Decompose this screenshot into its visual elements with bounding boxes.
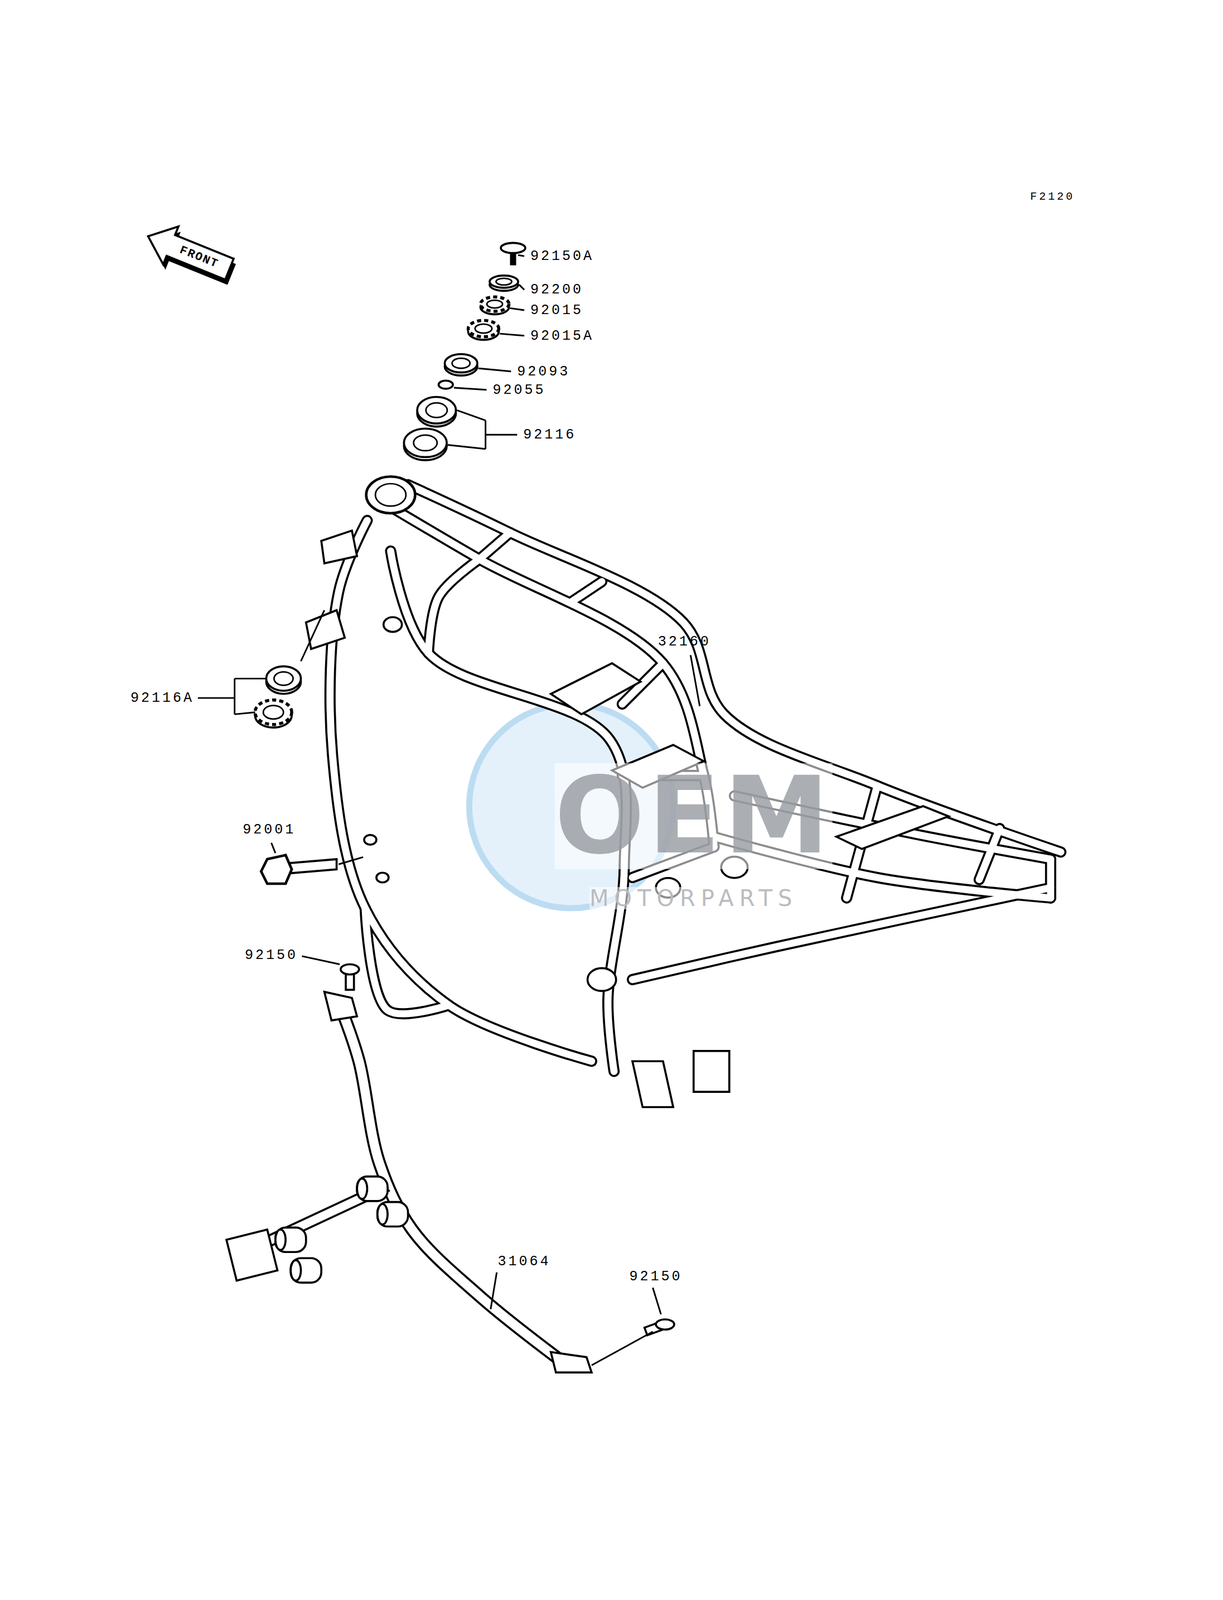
callout-number: 92015 [530,303,584,318]
callout-number: 92150A [530,249,594,264]
callout-number: 92116 [523,427,577,442]
frame-tubes [306,476,1061,1107]
callout-number: 32160 [658,634,712,649]
callout-number: 92200 [530,282,584,297]
front-arrow [138,217,241,294]
callout-number: 92001 [242,822,296,836]
callout-number: 31064 [498,1253,551,1268]
callout-number: 92093 [516,364,570,379]
callout-number: 92150 [629,1269,683,1284]
callout-number: 92150 [244,947,298,962]
watermark: OEM [554,762,833,869]
drawing-code: F2120 [1030,191,1075,203]
callout-number: 92116A [130,690,195,705]
callout-number: 92015A [530,328,594,343]
callout-number: 92055 [492,382,546,397]
watermark: MOTORPARTS [589,886,798,910]
